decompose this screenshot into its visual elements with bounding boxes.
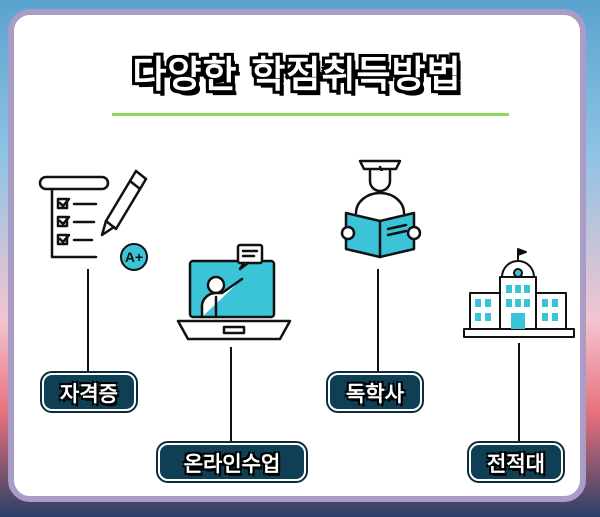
checklist-pencil-icon: A+ — [38, 169, 148, 271]
method-label-certificate: 자격증 — [42, 373, 136, 411]
diagram-card: 다양한 학점취득방법 A+ 자격증 — [8, 9, 586, 502]
method-label-online-class: 온라인수업 — [158, 443, 306, 481]
connector-line — [87, 269, 89, 373]
connector-line — [377, 269, 379, 373]
grade-badge: A+ — [125, 249, 143, 265]
graduate-reading-icon — [340, 159, 422, 259]
page-title: 다양한 학점취득방법 — [132, 53, 462, 96]
connector-line — [518, 343, 520, 447]
university-building-icon — [463, 248, 575, 338]
title-underline — [112, 113, 509, 116]
method-label-previous-college: 전적대 — [469, 443, 563, 481]
connector-line — [230, 347, 232, 449]
method-label-self-study-degree: 독학사 — [328, 373, 422, 411]
laptop-lecture-icon — [176, 243, 292, 341]
